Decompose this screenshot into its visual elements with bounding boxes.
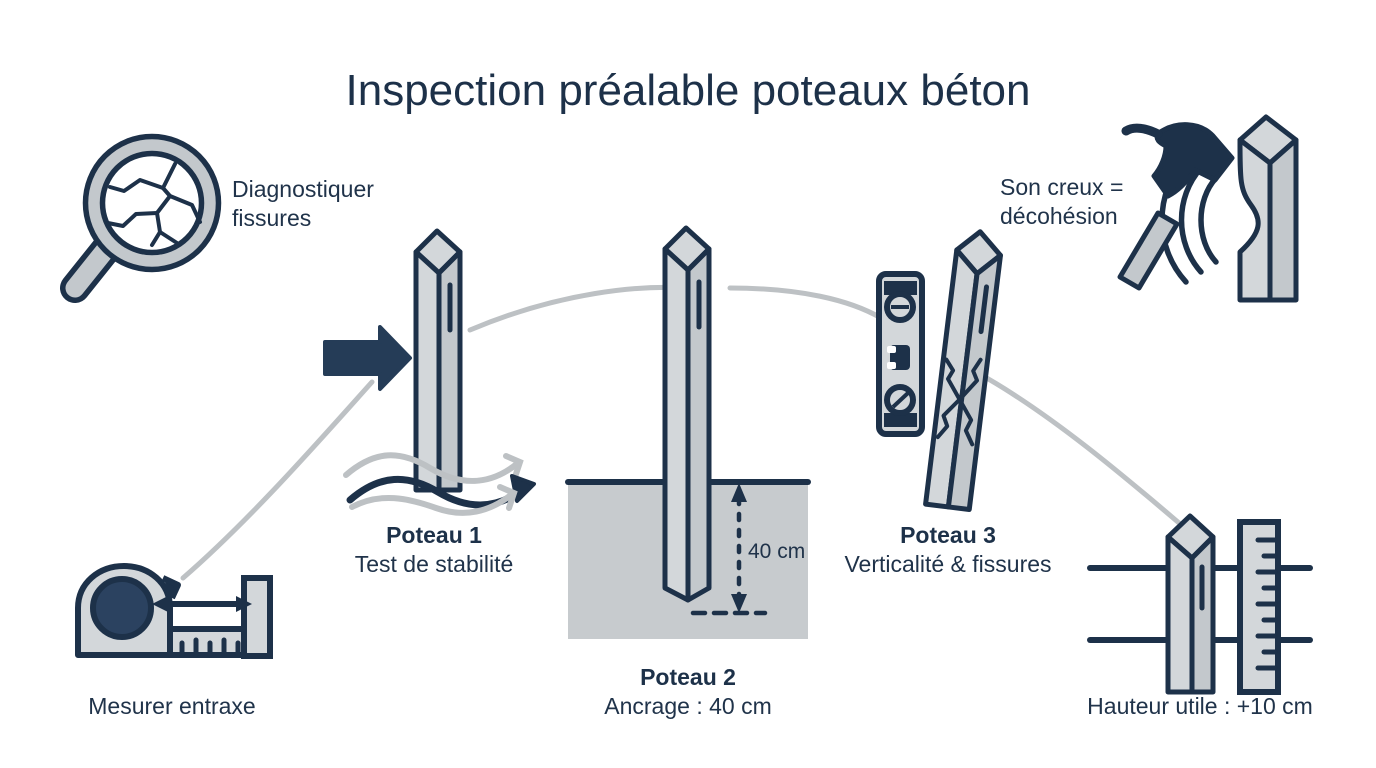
poteau-3-subtitle: Verticalité & fissures: [844, 551, 1051, 577]
anchor-dimension-label: 40 cm: [748, 540, 805, 563]
magnifier-crack-icon: [60, 133, 222, 303]
connector-post1-to-post2: [467, 284, 689, 333]
hammer-label-line2: décohésion: [1000, 203, 1118, 229]
page-title: Inspection préalable poteaux béton: [346, 66, 1031, 115]
hammer-target-post: [1237, 114, 1299, 303]
poteau-1-icon: [413, 228, 463, 493]
tape-measure-icon: [75, 563, 273, 659]
connector-post3-to-ruler: [982, 374, 1188, 531]
push-arrow-icon: [323, 325, 412, 391]
poteau-3-icon: [923, 229, 1003, 512]
magnifier-label-line2: fissures: [232, 205, 311, 231]
poteau-3-title: Poteau 3: [900, 522, 996, 548]
magnifier-label-line1: Diagnostiquer: [232, 176, 374, 202]
anchor-dimension: [690, 483, 768, 616]
hammer-label-line1: Son creux =: [1000, 174, 1123, 200]
hammer-icon: [1117, 122, 1235, 291]
poteau-2-icon: [662, 225, 712, 603]
poteau-2-title: Poteau 2: [640, 664, 736, 690]
poteau-1-title: Poteau 1: [386, 522, 482, 548]
ruler-caption: Hauteur utile : +10 cm: [1087, 693, 1313, 719]
spirit-level-icon: [876, 271, 925, 437]
connector-post2-to-post3: [727, 285, 884, 321]
post-ruler-icon: [1087, 513, 1313, 695]
poteau-1-subtitle: Test de stabilité: [355, 551, 514, 577]
poteau-2-subtitle: Ancrage : 40 cm: [604, 693, 771, 719]
tape-measure-caption: Mesurer entraxe: [88, 693, 255, 719]
motion-waves-icon: [343, 452, 536, 516]
connector-tape-to-post1: [180, 379, 375, 581]
